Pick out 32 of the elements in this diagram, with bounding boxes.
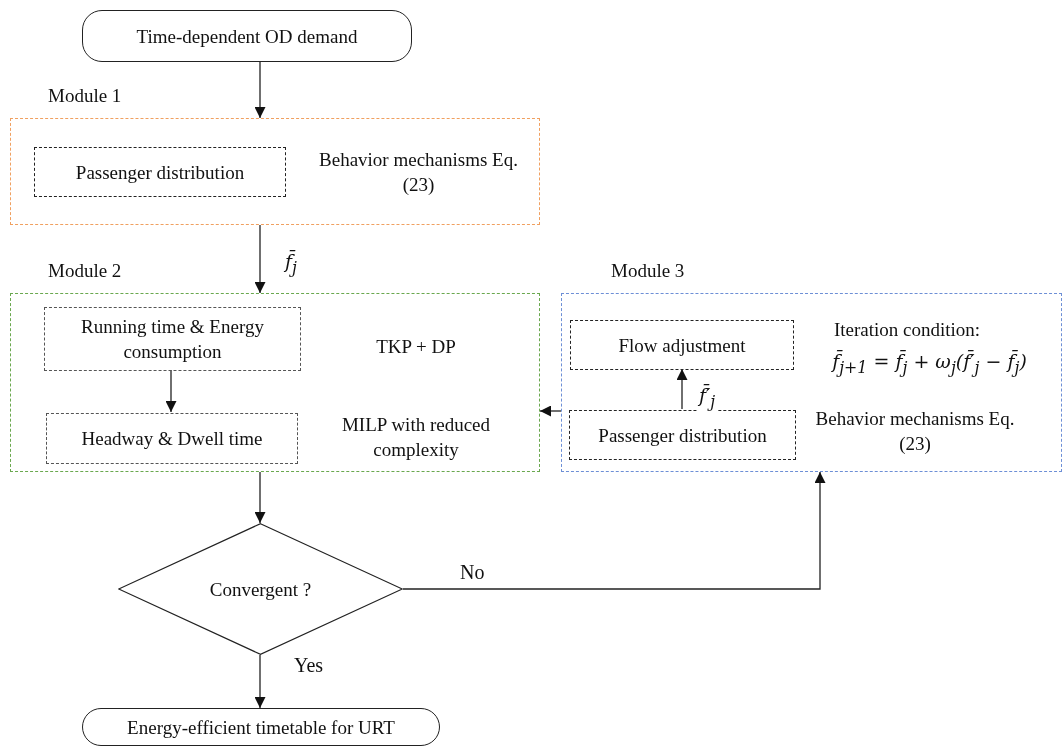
process-box [34, 147, 286, 197]
module-heading: Module 1 [48, 84, 122, 108]
process-box [44, 307, 301, 371]
arrow [539, 405, 562, 417]
arrow [165, 369, 177, 413]
method-note: Behavior mechanisms Eq. (23) [814, 407, 1016, 456]
arrow [254, 224, 266, 294]
node-label: Passenger distribution [598, 423, 767, 448]
node-label: Passenger distribution [75, 160, 245, 185]
node-label: Time-dependent OD demand [136, 24, 358, 49]
arrow [676, 368, 688, 410]
node-label: Convergent ? [209, 577, 312, 602]
terminal-box [82, 10, 412, 62]
method-note: Iteration condition: [832, 318, 982, 342]
module-heading: Module 3 [611, 259, 685, 283]
process-box [570, 320, 794, 370]
node-label: Energy-efficient timetable for URT [127, 715, 395, 740]
edge-label: f̄$_{j}$ [283, 249, 299, 280]
node-label: Headway & Dwell time [81, 427, 263, 451]
process-box [46, 413, 298, 464]
arrow [402, 471, 826, 590]
edge-label: f̄′$_{j}$ [697, 383, 718, 414]
arrow [254, 471, 266, 524]
method-note: TKP + DP [375, 335, 457, 359]
arrow [254, 654, 266, 709]
module-heading: Module 2 [48, 259, 122, 283]
formula: f̄$_{j+1}$ = f̄$_{j}$ + ω$_{j}$(f̄′$_{j}$ − f̄$_{j}$) [830, 349, 1028, 379]
method-note: MILP with reduced complexity [340, 413, 492, 462]
arrow [254, 61, 266, 119]
node-label: Flow adjustment [618, 333, 746, 358]
method-note: Behavior mechanisms Eq. (23) [318, 148, 519, 197]
node-label: Running time & Energy consumption [80, 315, 265, 364]
